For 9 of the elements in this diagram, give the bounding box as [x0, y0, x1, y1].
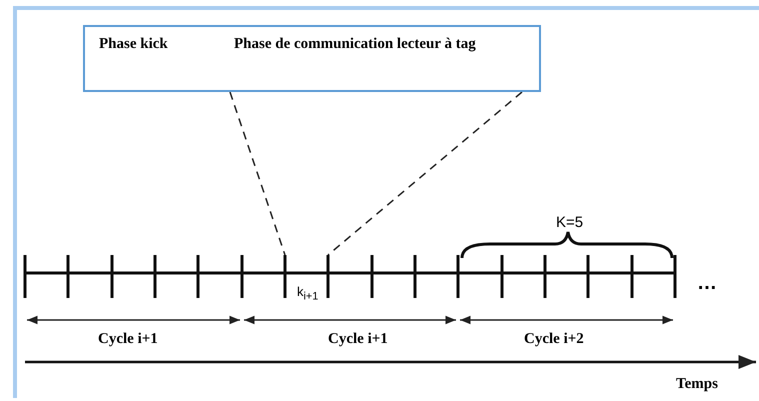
brace-label: K=5	[556, 214, 584, 231]
axis-label: Temps	[676, 376, 718, 393]
cycle-label: Cycle i+1	[98, 331, 158, 348]
ellipsis: …	[697, 272, 717, 295]
phase-cell: Phase kick	[83, 25, 222, 92]
cycle-label: Cycle i+2	[524, 331, 584, 348]
slot-label: k$_{i+1}$	[297, 284, 318, 303]
phase-cell: Phase de communication lecteur à tag	[220, 25, 541, 92]
cycle-label: Cycle i+1	[328, 331, 388, 348]
